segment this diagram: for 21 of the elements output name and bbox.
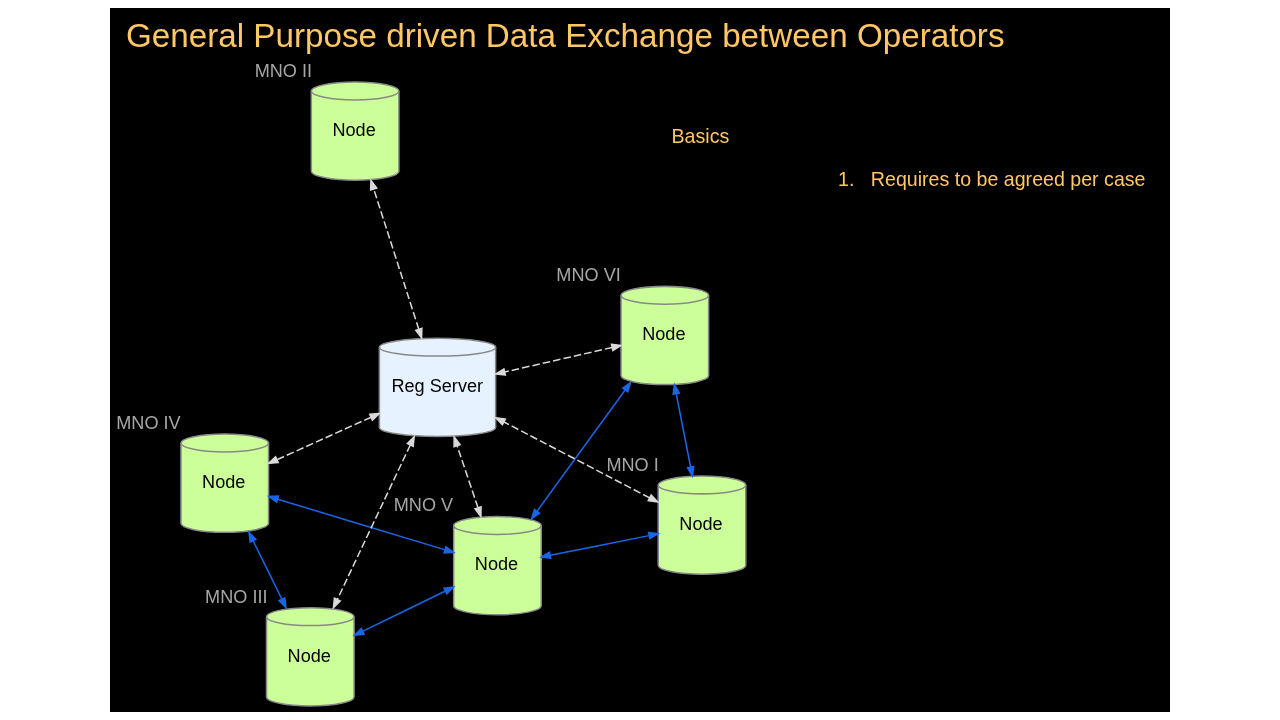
node-label: MNO IV (116, 412, 181, 433)
label: Basics (671, 124, 730, 147)
node-label: MNO V (393, 495, 454, 516)
arrow (539, 531, 661, 560)
arrow (352, 586, 456, 637)
arrow (369, 178, 423, 341)
arrow (530, 380, 632, 521)
arrow (332, 434, 416, 610)
node-label: MNO VI (556, 265, 621, 286)
arrow (672, 382, 695, 479)
node-label: MNO II (254, 60, 313, 81)
arrow (493, 343, 624, 376)
arrow (266, 412, 382, 465)
node-label: MNO I (606, 454, 659, 475)
arrow (248, 530, 287, 610)
arrow (266, 495, 456, 554)
arrow (453, 434, 482, 519)
node-label: MNO III (205, 586, 268, 607)
diagram-title: General Purpose driven Data Exchange between Operators (125, 16, 1005, 54)
arrow (493, 416, 660, 504)
label: 1. Requires to be agreed per case (838, 168, 1146, 191)
